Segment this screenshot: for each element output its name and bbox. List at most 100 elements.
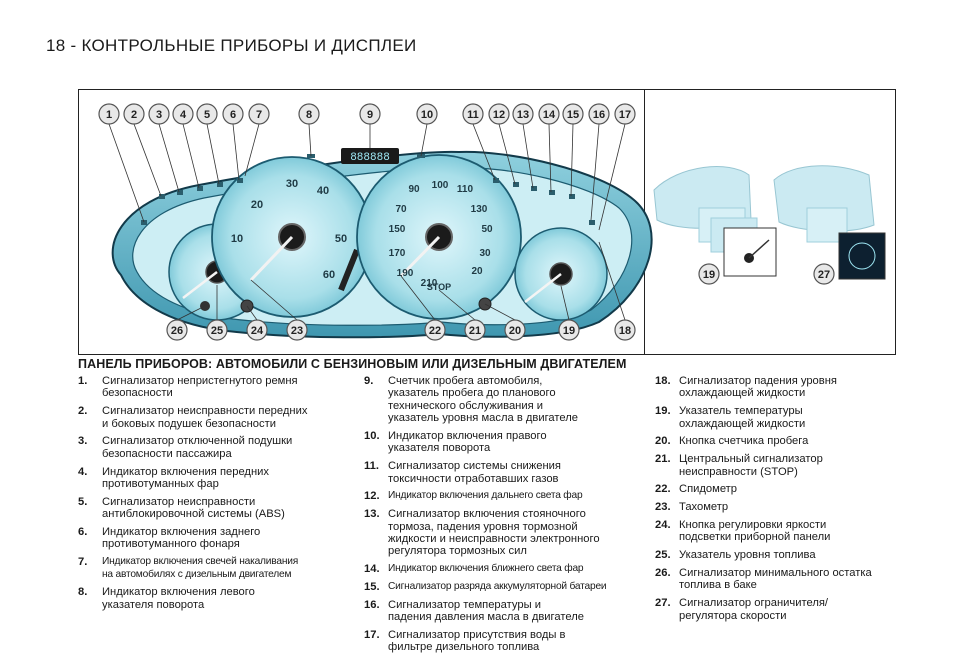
callout-number: 18 — [619, 325, 631, 337]
callout-leader — [250, 279, 298, 321]
callout-leader — [244, 123, 260, 177]
callout-leader — [176, 305, 206, 321]
callout-number: 3 — [156, 109, 162, 121]
legend-item-line: указатель пробега до планового — [388, 387, 556, 400]
callout-23: 23 — [286, 319, 308, 341]
legend-item-line: Указатель уровня топлива — [679, 549, 816, 562]
legend-item-text: Кнопка счетчика пробега — [679, 435, 915, 447]
callout-leader — [158, 123, 180, 193]
callout-leader — [598, 241, 626, 321]
legend-item-text: Индикатор включения дальнего света фар — [388, 490, 644, 502]
legend-item-line: Кнопка счетчика пробега — [679, 435, 809, 448]
callout-leader — [182, 123, 200, 189]
odometer-reading: 888888 — [350, 152, 390, 164]
callout-leader — [472, 123, 496, 181]
legend-item-number: 25. — [655, 549, 671, 562]
legend-item-line: Сигнализатор температуры и — [388, 598, 541, 611]
section-title: ПАНЕЛЬ ПРИБОРОВ: АВТОМОБИЛИ С БЕНЗИНОВЫМ… — [78, 357, 627, 371]
callout-number: 21 — [469, 325, 481, 337]
legend-item: 25. Указатель уровня топлива — [655, 549, 915, 561]
legend-item-line: на автомобилях с дизельным двигателем — [102, 568, 292, 580]
callout-number: 5 — [204, 109, 210, 121]
legend-item-line: тормоза, падения уровня тормозной — [388, 520, 578, 533]
legend-column-2: 9.Счетчик пробега автомобиля,указатель п… — [364, 375, 644, 659]
speedometer-tick-label: 210 — [421, 278, 438, 289]
legend-item-line: Указатель температуры — [679, 405, 803, 418]
callout-8: 8 — [298, 103, 320, 125]
callout-number: 26 — [171, 325, 183, 337]
legend-item-line: регулятора скорости — [679, 609, 787, 622]
legend-item-line: указателя поворота — [102, 598, 205, 611]
callout-leader — [420, 123, 428, 157]
callout-leader — [438, 289, 476, 321]
stop-label: STOP — [427, 282, 451, 292]
speedometer-tick-label: 90 — [408, 184, 420, 195]
callout-number: 4 — [180, 109, 187, 121]
speedometer-tick-label: 100 — [432, 180, 449, 191]
callout-18: 18 — [614, 319, 636, 341]
callout-21: 21 — [464, 319, 486, 341]
callout-leader — [548, 123, 552, 193]
legend-item-number: 6. — [78, 526, 88, 539]
legend-item-text: Счетчик пробега автомобиля,указатель про… — [388, 375, 644, 425]
callout-number: 24 — [251, 325, 264, 337]
callout-number: 22 — [429, 325, 441, 337]
legend-item-line: Сигнализатор присутствия воды в — [388, 629, 566, 642]
legend-item-number: 14. — [364, 563, 380, 576]
legend-item: 22.Спидометр — [655, 483, 915, 495]
callout-number: 25 — [211, 325, 223, 337]
callout-26: 26 — [166, 319, 188, 341]
callout-leader — [246, 305, 258, 321]
legend-item-number: 26. — [655, 567, 671, 579]
legend-item: 9.Счетчик пробега автомобиля,указатель п… — [364, 375, 644, 425]
legend-item: 23.Тахометр — [655, 501, 915, 513]
legend-item-line: Сигнализатор неисправности — [102, 495, 256, 508]
callout-leader — [522, 123, 534, 189]
legend-item-line: фильтре дизельного топлива — [388, 641, 540, 654]
legend-item-number: 3. — [78, 435, 88, 448]
legend-item-line: Сигнализатор падения уровня — [679, 375, 837, 387]
legend-item-line: Кнопка регулировки яркости — [679, 519, 827, 531]
inset-cluster-right — [773, 165, 875, 232]
legend-item-line: указатель уровня масла в двигателе — [388, 412, 578, 425]
tachometer-tick-label: 20 — [251, 199, 263, 211]
legend-item-number: 17. — [364, 629, 380, 642]
legend-item-line: безопасности — [102, 387, 173, 400]
legend-item-number: 8. — [78, 586, 88, 599]
legend-item-line: Сигнализатор непристегнутого ремня — [102, 375, 298, 387]
callout-leader — [400, 275, 436, 321]
callout-leader — [206, 123, 220, 185]
legend-item-line: указателя поворота — [388, 442, 491, 455]
legend-item-line: и боковых подушек безопасности — [102, 417, 276, 430]
legend-item-number: 12. — [364, 490, 380, 503]
legend-item-line: Сигнализатор ограничителя/ — [679, 597, 829, 610]
speedometer-tick-label: 20 — [471, 266, 483, 277]
legend-item-text: Указатель уровня топлива — [679, 549, 915, 561]
callout-number: 19 — [563, 325, 575, 337]
callout-number: 10 — [421, 109, 433, 121]
speedometer-tick-label: 70 — [395, 204, 407, 215]
callout-number: 7 — [256, 109, 262, 121]
callout-9: 9 — [359, 103, 381, 125]
callout-number: 12 — [493, 109, 505, 121]
callout-number: 1 — [106, 109, 112, 121]
callout-leader — [598, 123, 626, 231]
